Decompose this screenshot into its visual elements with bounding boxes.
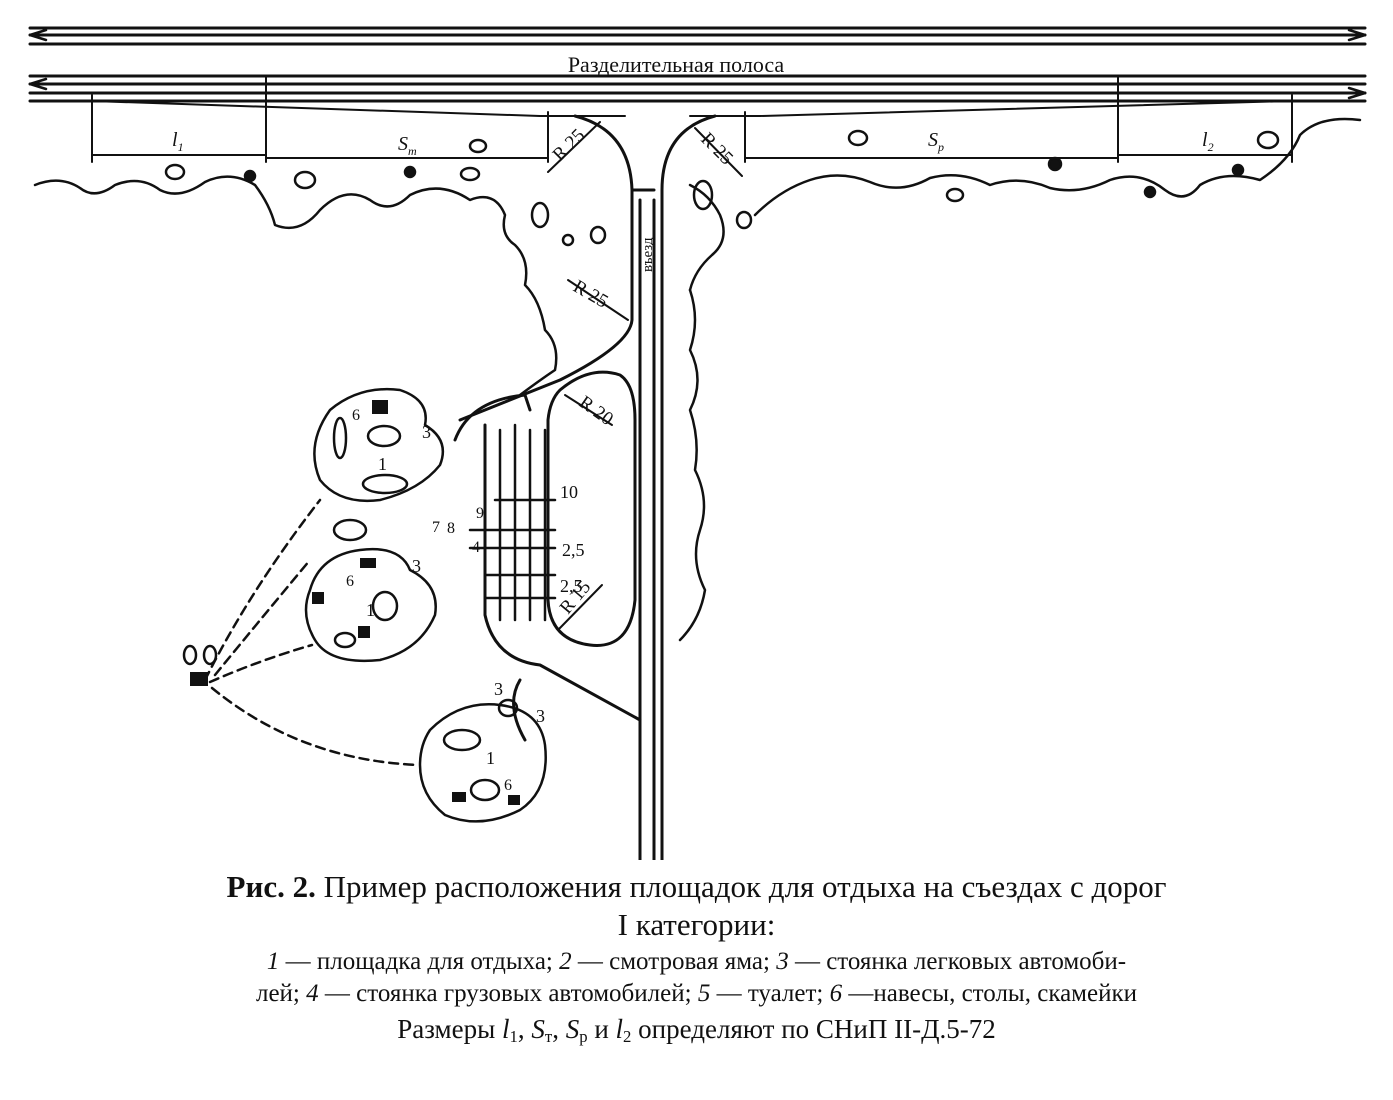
rest-zone-3 — [418, 703, 547, 823]
spacing-label-10: 10 — [560, 482, 578, 502]
transition-lane — [91, 100, 1291, 117]
caption-sizes-note: Размеры l1, Sт, Sр и l2 определяют по СН… — [397, 1014, 996, 1047]
spacing-label-9: 9 — [476, 505, 484, 522]
forest-edge-left — [33, 175, 558, 397]
zone-number: 3 — [412, 556, 421, 576]
zone-number: 3 — [494, 679, 503, 699]
zone-number: 3 — [422, 422, 431, 442]
traffic-arrows — [28, 28, 1367, 100]
dimension-l1: l1 — [172, 129, 184, 154]
truck-parking-stalls — [468, 423, 557, 622]
site-plan-diagram: Разделительная полоса въезд l1 Sт Sр l2 … — [28, 26, 1367, 860]
dimension-st: Sт — [398, 133, 417, 158]
dimension-lines — [91, 75, 1293, 163]
exit-label: въезд — [640, 237, 656, 272]
dimension-sp: Sр — [928, 129, 944, 154]
zone-number: 6 — [504, 777, 512, 794]
forest-edge-long — [678, 288, 707, 642]
trees-and-features — [164, 129, 1280, 802]
spacing-label-2-5-a: 2,5 — [562, 540, 585, 560]
zone-number: 3 — [536, 706, 545, 726]
highway — [28, 26, 1367, 103]
spacing-label-7: 7 — [432, 519, 440, 536]
canopy-blocks — [190, 400, 520, 805]
zone-number: 6 — [346, 573, 354, 590]
zone-number: 6 — [352, 407, 360, 424]
spacing-label-4: 4 — [472, 539, 480, 556]
dimension-l2: l2 — [1202, 129, 1214, 154]
forest-edge-right — [688, 117, 1362, 292]
rest-zone-1 — [313, 388, 445, 502]
zone-number: 1 — [486, 748, 495, 768]
parking-loop — [546, 370, 637, 647]
zone-number: 1 — [366, 600, 375, 620]
figure-caption: Рис. 2. Пример расположения площадок для… — [0, 868, 1393, 1046]
radius-label-1: R 25 — [549, 125, 590, 166]
spacing-label-8: 8 — [447, 520, 455, 537]
caption-title: Рис. 2. Пример расположения площадок для… — [226, 869, 1167, 942]
median-label: Разделительная полоса — [568, 52, 785, 77]
caption-legend: 1 — площадка для отдыха; 2 — смотровая я… — [255, 948, 1138, 1007]
exit-ramp — [458, 114, 717, 860]
rest-zone-2 — [304, 547, 437, 662]
radius-leaders — [547, 121, 743, 631]
radius-label-3: R 25 — [570, 276, 612, 312]
spacing-label-2-5-b: 2,5 — [560, 576, 583, 596]
footpaths — [203, 498, 420, 767]
zone-number: 1 — [378, 454, 387, 474]
